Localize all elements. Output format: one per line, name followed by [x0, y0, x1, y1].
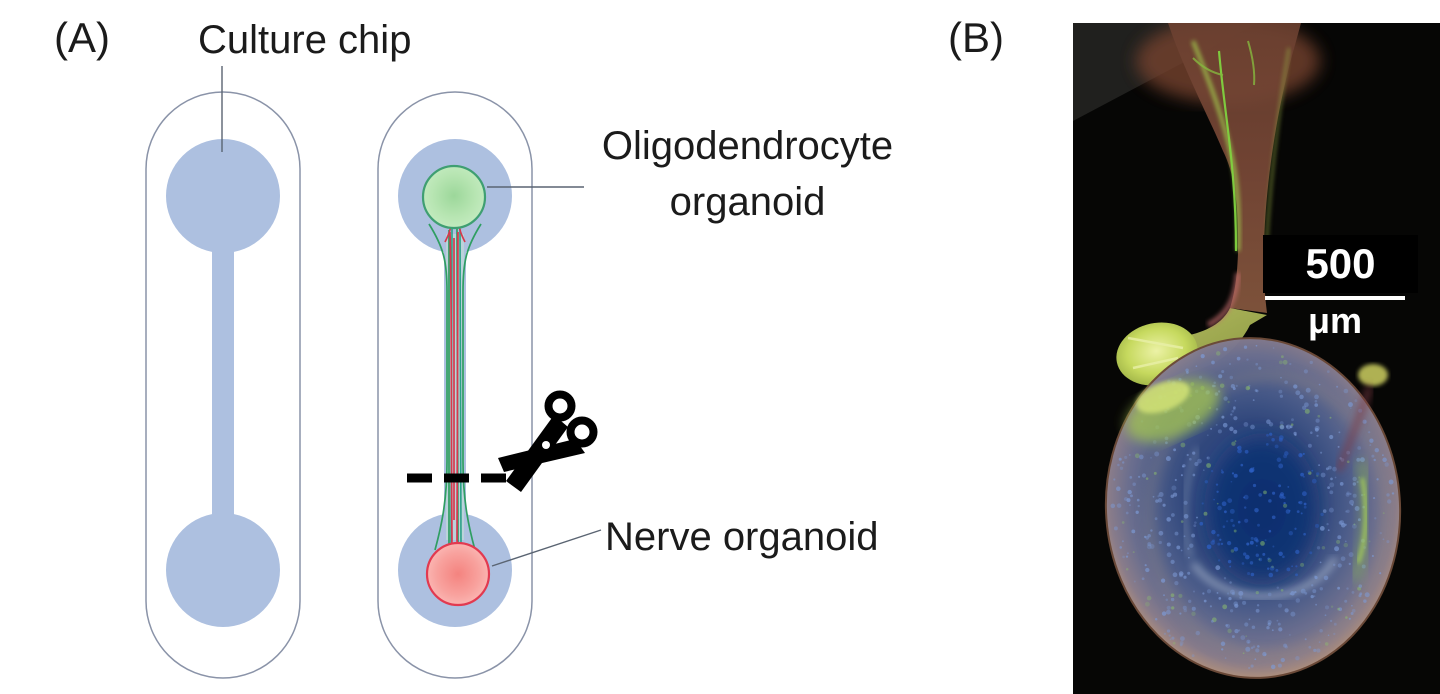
- oligodendrocyte-organoid-label: Oligodendrocyte organoid: [556, 118, 939, 230]
- nerve-leader-line: [491, 529, 602, 567]
- oligodendrocyte-organoid: [421, 164, 487, 230]
- seeded-culture-chip: [377, 91, 533, 679]
- nerve-organoid: [425, 541, 491, 607]
- fluorescence-micrograph: 500 μm: [1073, 23, 1440, 694]
- culture-chip-diagram: [145, 66, 602, 679]
- oligo-label-line1: Oligodendrocyte: [601, 124, 894, 168]
- nerve-organoid-label: Nerve organoid: [605, 515, 879, 559]
- scale-bar-unit: μm: [1307, 300, 1363, 341]
- scale-bar-line: [1265, 296, 1405, 300]
- micrograph-art: [1073, 23, 1402, 679]
- oligo-label-line2: organoid: [669, 180, 826, 224]
- panel-b-label: (B): [948, 14, 1004, 61]
- empty-chip-channel: [166, 139, 280, 627]
- scale-bar-value: 500: [1305, 240, 1376, 287]
- scale-bar-box: 500: [1263, 235, 1418, 293]
- panel-a-label: (A): [54, 14, 110, 61]
- empty-culture-chip: [145, 91, 301, 679]
- scissors-icon: [498, 390, 598, 492]
- culture-chip-label: Culture chip: [198, 18, 412, 62]
- photo-organoid: [1104, 337, 1402, 679]
